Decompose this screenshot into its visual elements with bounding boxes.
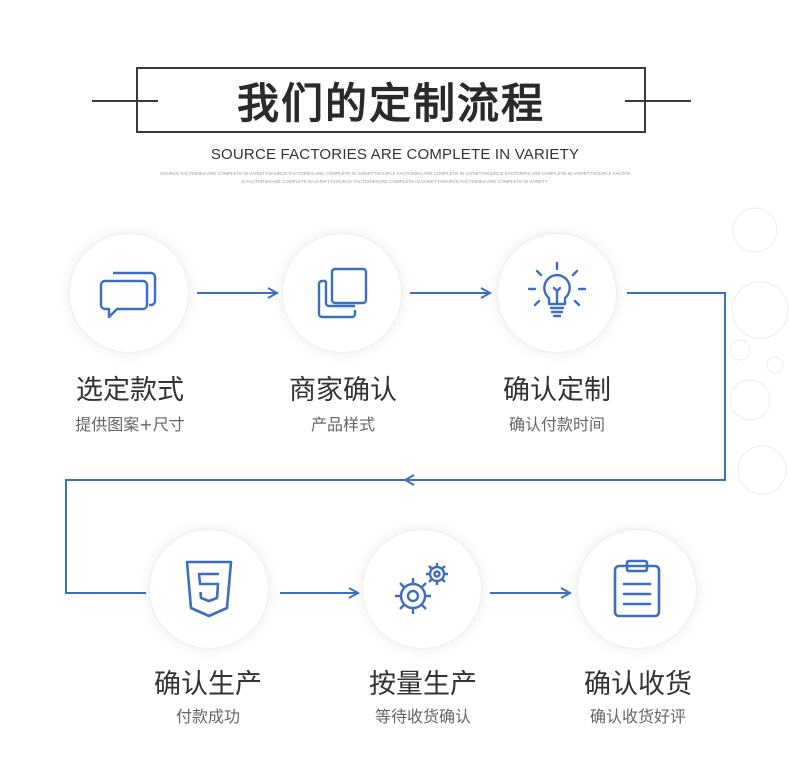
title-box: 我们的定制流程	[136, 67, 646, 133]
step-6-title: 确认收货	[584, 669, 692, 700]
connector-left-down	[65, 479, 405, 594]
light-bulb-icon	[527, 261, 587, 318]
gears-icon	[395, 563, 448, 614]
step-5-subtitle: 等待收货确认	[374, 707, 471, 726]
step-3-title: 确认定制	[503, 375, 611, 406]
clipboard-icon	[613, 559, 661, 618]
step-4-subtitle: 付款成功	[175, 707, 240, 726]
title-left-rule	[92, 100, 158, 102]
step-3-subtitle: 确认付款时间	[508, 415, 605, 434]
step-2-circle	[283, 234, 401, 352]
step-6-circle	[578, 530, 696, 648]
micro-text-line-1: SOURCE FACTORIES ARE COMPLETE IN VARIETY…	[160, 171, 630, 176]
title-right-rule	[625, 100, 691, 102]
step-3-circle	[498, 234, 616, 352]
step-2-subtitle: 产品样式	[310, 415, 375, 434]
copy-squares-icon	[317, 267, 368, 319]
page-title: 我们的定制流程	[236, 78, 545, 128]
step-5-circle	[363, 530, 481, 648]
html5-shield-icon	[185, 560, 233, 618]
micro-text-line-2: E FACTORIESARE COMPLETE IN VARIETYSOURCE…	[241, 179, 549, 184]
step-5-title: 按量生产	[369, 669, 477, 700]
step-2-title: 商家确认	[289, 375, 397, 406]
step-1-circle	[70, 234, 188, 352]
decorative-pattern	[729, 207, 789, 495]
step-1-title: 选定款式	[76, 375, 184, 406]
chat-bubbles-icon	[99, 271, 157, 319]
step-4-circle	[150, 530, 268, 648]
step-1-subtitle: 提供图案+尺寸	[75, 415, 185, 434]
step-6-subtitle: 确认收货好评	[589, 707, 686, 726]
page-subtitle: SOURCE FACTORIES ARE COMPLETE IN VARIETY	[210, 146, 580, 163]
step-4-title: 确认生产	[154, 669, 262, 700]
connector-3-down	[405, 292, 726, 480]
